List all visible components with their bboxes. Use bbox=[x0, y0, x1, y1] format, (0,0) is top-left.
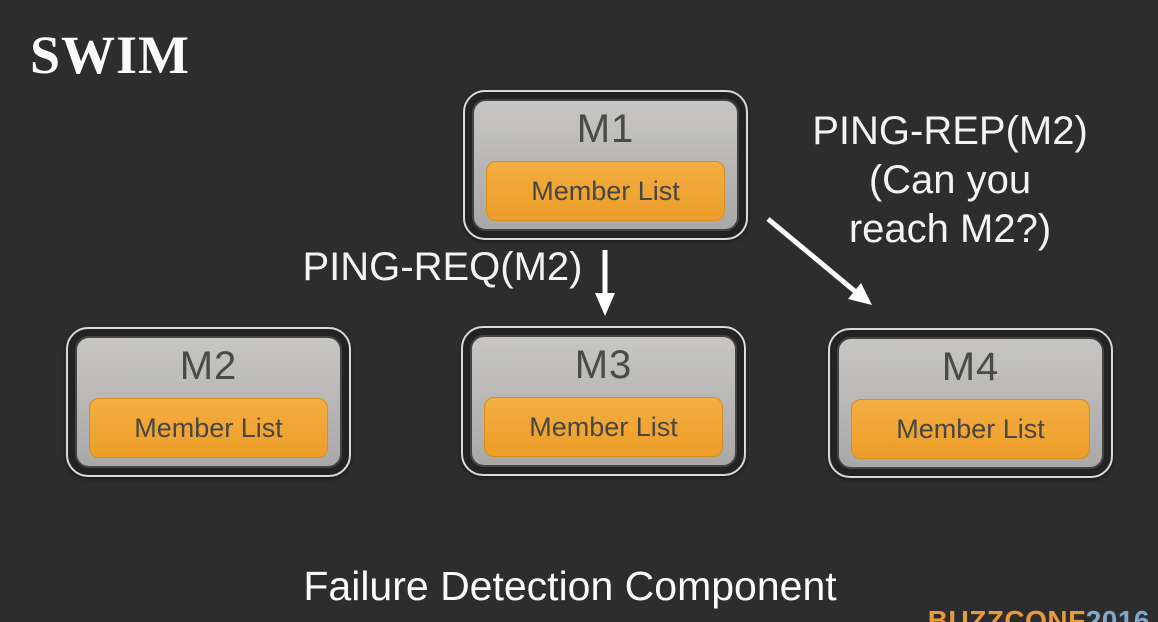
node-m3-member-list-button: Member List bbox=[484, 397, 723, 457]
ping-rep-annotation: PING-REP(M2) (Can you reach M2?) bbox=[790, 107, 1110, 253]
node-m3: M3 Member List bbox=[461, 326, 746, 476]
slide-caption: Failure Detection Component bbox=[303, 563, 837, 609]
ping-req-arrow-icon bbox=[595, 250, 615, 316]
node-m4-member-list-button: Member List bbox=[851, 399, 1090, 459]
ping-rep-arrow-head bbox=[848, 283, 872, 305]
node-m1-body: M1 Member List bbox=[472, 99, 739, 231]
node-m1: M1 Member List bbox=[463, 90, 748, 240]
ping-req-annotation: PING-REQ(M2) bbox=[302, 245, 583, 289]
node-m1-label: M1 bbox=[576, 107, 635, 151]
conference-logo-year: 2016 bbox=[1085, 605, 1150, 622]
node-m3-body: M3 Member List bbox=[470, 335, 737, 467]
node-m2-member-list-button: Member List bbox=[89, 398, 328, 458]
ping-req-arrow-head bbox=[595, 293, 615, 316]
node-m1-member-list-button: Member List bbox=[486, 161, 725, 221]
node-m2-label: M2 bbox=[179, 344, 238, 388]
conference-logo: BUZZCONF2016 bbox=[928, 605, 1150, 622]
node-m3-label: M3 bbox=[574, 343, 633, 387]
ping-rep-line-2: (Can you bbox=[868, 157, 1032, 202]
node-m4-body: M4 Member List bbox=[837, 337, 1104, 469]
node-m2: M2 Member List bbox=[66, 327, 351, 477]
ping-rep-line-1: PING-REP(M2) bbox=[812, 109, 1088, 153]
node-m2-body: M2 Member List bbox=[75, 336, 342, 468]
conference-logo-name: BUZZCONF bbox=[927, 605, 1086, 622]
node-m4-label: M4 bbox=[941, 345, 1000, 389]
node-m4: M4 Member List bbox=[828, 328, 1113, 478]
ping-rep-line-3: reach M2?) bbox=[848, 206, 1052, 251]
slide-title: SWIM bbox=[30, 25, 191, 85]
